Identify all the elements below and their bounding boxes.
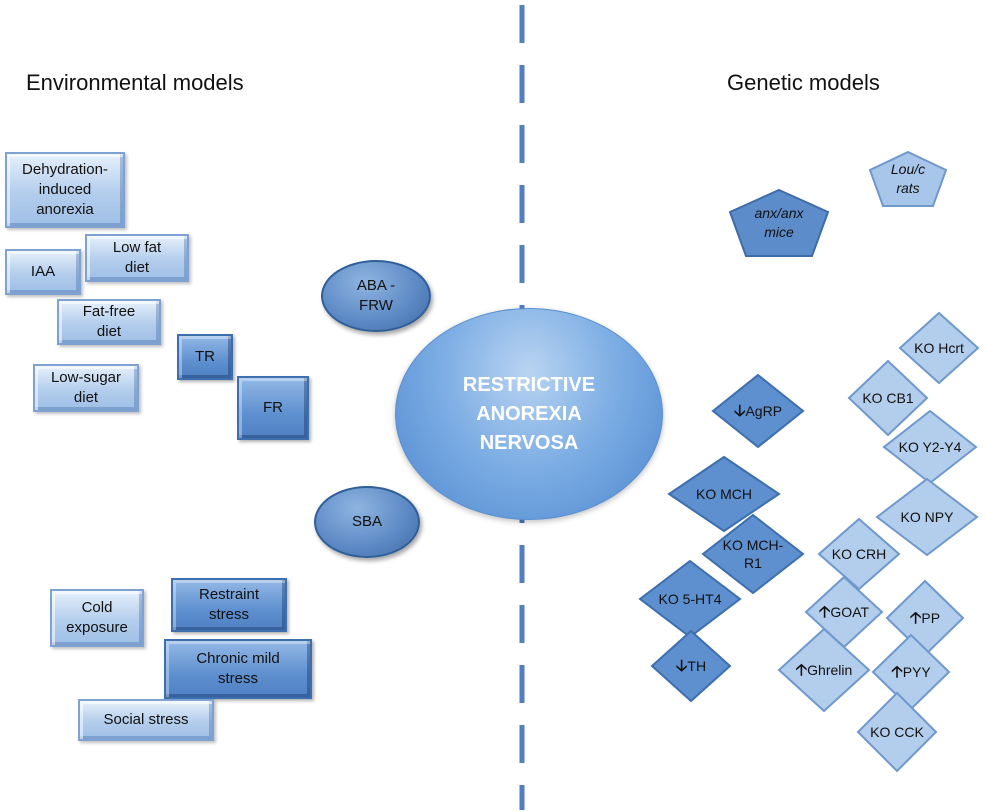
box-low-sugar-diet: Low-sugar diet [33, 364, 139, 412]
oval-sba: SBA [314, 486, 420, 558]
box-fr: FR [237, 376, 309, 440]
diamond-ko-cck: KO CCK [856, 691, 938, 773]
box-chronic-mild-stress: Chronic mild stress [164, 639, 312, 699]
diamond-shape [898, 311, 980, 385]
box-social-stress: Social stress [78, 699, 214, 741]
diamond-ko-mch: KO MCH [667, 455, 781, 533]
pentagon-anx-anx-mice: anx/anx mice [728, 188, 830, 258]
diamond-pp: 🡡PP [885, 579, 965, 657]
diamond-th: 🡣TH [650, 629, 732, 703]
diamond-shape [711, 373, 805, 449]
down-arrow-icon: 🡣 [733, 402, 746, 420]
diamond-agrp: 🡣AgRP [711, 373, 805, 449]
center-line-2: ANOREXIA [476, 402, 582, 425]
diamond-shape [875, 477, 979, 557]
diamond-ko-hcrt: KO Hcrt [898, 311, 980, 385]
up-arrow-icon: 🡡 [818, 603, 831, 621]
box-cold-exposure: Cold exposure [50, 589, 144, 647]
box-tr: TR [177, 334, 233, 380]
diamond-shape [701, 513, 805, 595]
pentagon-lou-c-rats: Lou/c rats [868, 150, 948, 208]
diamond-ko-y2-y4: KO Y2-Y4 [882, 409, 978, 485]
up-arrow-icon: 🡡 [891, 663, 903, 681]
down-arrow-icon: 🡣 [675, 657, 688, 675]
box-low-fat-diet: Low fat diet [85, 234, 189, 282]
environmental-models-heading: Environmental models [26, 70, 244, 95]
diamond-shape [777, 627, 871, 713]
restrictive-anorexia-nervosa-oval: RESTRICTIVE ANOREXIA NERVOSA [395, 308, 663, 520]
diamond-shape [650, 629, 732, 703]
box-dehydration-induced-anorexia: Dehydration- induced anorexia [5, 152, 125, 228]
box-restraint-stress: Restraint stress [171, 578, 287, 632]
up-arrow-icon: 🡡 [795, 661, 808, 679]
diamond-ko-crh: KO CRH [817, 517, 901, 591]
diamond-shape [667, 455, 781, 533]
diamond-shape [817, 517, 901, 591]
box-iaa: IAA [5, 249, 81, 295]
oval-aba-frw: ABA - FRW [321, 260, 431, 332]
genetic-models-heading: Genetic models [727, 70, 880, 95]
center-line-1: RESTRICTIVE [462, 373, 596, 396]
diamond-ko-cb1: KO CB1 [847, 359, 929, 437]
diamond-ko-npy: KO NPY [875, 477, 979, 557]
center-line-3: NERVOSA [479, 431, 579, 454]
diamond-ghrelin: 🡡Ghrelin [777, 627, 871, 713]
diamond-shape [856, 691, 938, 773]
box-fat-free-diet: Fat-free diet [57, 299, 161, 345]
up-arrow-icon: 🡡 [909, 609, 922, 627]
diamond-shape [847, 359, 929, 437]
diamond-ko-mch-r1: KO MCH- R1 [701, 513, 805, 595]
